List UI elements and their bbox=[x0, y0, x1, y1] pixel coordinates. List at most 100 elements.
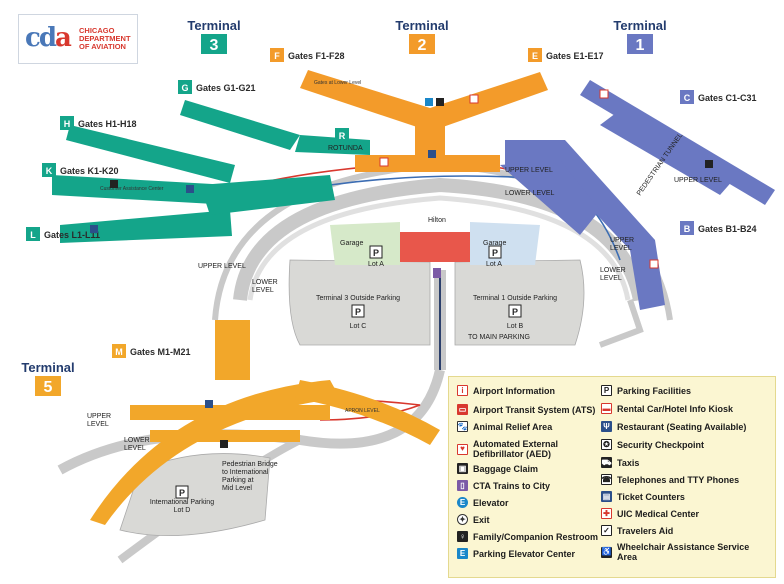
legend-elevator: E Elevator bbox=[457, 497, 509, 508]
parking-icon: P bbox=[369, 245, 383, 259]
gate-group-F: F Gates F1-F28 bbox=[270, 48, 345, 62]
telephone-icon: ☎ bbox=[601, 474, 612, 485]
elevator-icon: E bbox=[457, 497, 468, 508]
gate-letter-K: K bbox=[46, 166, 53, 176]
restaurant-icon bbox=[428, 150, 436, 158]
svg-text:P: P bbox=[373, 248, 379, 258]
gate-group-M: M Gates M1-M21 bbox=[112, 344, 191, 358]
apron-level-label: APRON LEVEL bbox=[345, 408, 380, 414]
gate-letter-G: G bbox=[181, 83, 188, 93]
wheelchair-icon: ♿ bbox=[601, 546, 612, 558]
legend-ticket-counters: ▤ Ticket Counters bbox=[601, 491, 685, 502]
svg-text:Terminal: Terminal bbox=[613, 18, 666, 33]
gate-label-G: Gates G1-G21 bbox=[196, 83, 256, 93]
lot-a-label-right: Lot A bbox=[486, 261, 502, 268]
hilton-label: Hilton bbox=[428, 217, 446, 224]
svg-text:5: 5 bbox=[44, 379, 53, 396]
map-legend: i Airport Information ▭ Airport Transit … bbox=[448, 376, 776, 578]
svg-text:P: P bbox=[512, 307, 518, 317]
legend-ats: ▭ Airport Transit System (ATS) bbox=[457, 404, 596, 415]
legend-baggage-claim: ▣ Baggage Claim bbox=[457, 463, 539, 474]
legend-travelers-aid: ✓ Travelers Aid bbox=[601, 525, 673, 536]
gate-letter-H: H bbox=[64, 119, 71, 129]
lower-label-t5: LOWER bbox=[124, 437, 150, 444]
terminal-3-title: Terminal 3 bbox=[187, 18, 241, 54]
cda-logo-mark: cda bbox=[25, 23, 72, 53]
legend-taxis: ⛟ Taxis bbox=[601, 457, 640, 468]
rotunda-label: ROTUNDA bbox=[328, 145, 363, 152]
svg-text:2: 2 bbox=[418, 37, 427, 54]
pedestrian-bridge-line2: to International bbox=[222, 469, 269, 476]
parking-icon: P bbox=[601, 385, 612, 396]
svg-text:R: R bbox=[339, 131, 346, 141]
gate-group-H: H Gates H1-H18 bbox=[60, 116, 137, 130]
restaurant-icon bbox=[90, 225, 98, 233]
svg-text:P: P bbox=[179, 488, 185, 498]
gate-letter-badge bbox=[270, 48, 284, 62]
svg-text:1: 1 bbox=[636, 37, 645, 54]
rental-car-icon: ▬ bbox=[601, 403, 612, 414]
aed-icon bbox=[599, 89, 609, 99]
rotunda-marker: R ROTUNDA bbox=[328, 128, 363, 152]
legend-airport-information: i Airport Information bbox=[457, 385, 555, 396]
lot-a-label-left: Lot A bbox=[368, 261, 384, 268]
level-label-t3: LEVEL bbox=[252, 287, 274, 294]
lower-label-t3: LOWER bbox=[252, 279, 278, 286]
level-label-t1a: LEVEL bbox=[610, 245, 632, 252]
parking-icon: P bbox=[488, 245, 502, 259]
customer-assistance-label: Customer Assistance Center bbox=[100, 186, 164, 192]
parking-elevator-icon: E bbox=[457, 548, 468, 559]
gate-label-H: Gates H1-H18 bbox=[78, 119, 137, 129]
legend-security-checkpoint: ✪ Security Checkpoint bbox=[601, 439, 704, 450]
chicago-department-of-aviation-logo: cda CHICAGO DEPARTMENT OF AVIATION bbox=[18, 14, 138, 64]
garage-label-left: Garage bbox=[340, 240, 363, 247]
legend-parking-elevator: E Parking Elevator Center bbox=[457, 548, 575, 559]
map-service-icons bbox=[90, 89, 713, 448]
travelers-aid-icon: ✓ bbox=[601, 525, 612, 536]
gate-letter-F: F bbox=[274, 51, 280, 61]
exit-icon: ✦ bbox=[457, 514, 468, 525]
svg-text:Terminal: Terminal bbox=[21, 360, 74, 375]
level-label-t5a: LEVEL bbox=[87, 421, 109, 428]
intl-parking-label-line1: International Parking bbox=[150, 499, 214, 506]
pedestrian-bridge-line3: Parking at bbox=[222, 477, 254, 484]
elevator-icon bbox=[425, 98, 433, 106]
gate-label-E: Gates E1-E17 bbox=[546, 51, 604, 61]
legend-medical-center: ✚ UIC Medical Center bbox=[601, 508, 699, 519]
upper-level-label-t3: UPPER LEVEL bbox=[198, 263, 246, 270]
upper-level-label-t1: UPPER LEVEL bbox=[674, 177, 722, 184]
parking-icon: P bbox=[175, 485, 189, 499]
baggage-claim-icon: ▣ bbox=[457, 463, 468, 474]
t3-parking-label: Terminal 3 Outside Parking bbox=[316, 295, 400, 302]
gate-group-G: G Gates G1-G21 bbox=[178, 80, 256, 94]
family-restroom-icon bbox=[110, 180, 118, 188]
ats-train-icon: ▭ bbox=[457, 404, 468, 415]
gate-letter-M: M bbox=[115, 347, 123, 357]
lower-label-t1: LOWER bbox=[600, 267, 626, 274]
legend-animal-relief: 🐾 Animal Relief Area bbox=[457, 421, 553, 432]
gate-group-C: C Gates C1-C31 bbox=[680, 90, 757, 104]
svg-text:P: P bbox=[355, 307, 361, 317]
restaurant-icon: Ψ bbox=[601, 421, 612, 432]
intl-parking-label-line2: Lot D bbox=[174, 507, 191, 514]
airport-information-icon: i bbox=[457, 385, 468, 396]
svg-text:3: 3 bbox=[210, 37, 219, 54]
to-main-parking-label: TO MAIN PARKING bbox=[468, 334, 530, 341]
svg-text:Terminal: Terminal bbox=[187, 18, 240, 33]
cta-train-icon: ▯ bbox=[457, 480, 468, 491]
terminal-1-title: Terminal 1 bbox=[613, 18, 667, 54]
security-checkpoint-icon: ✪ bbox=[601, 439, 612, 450]
pedestrian-bridge-line4: Mid Level bbox=[222, 485, 252, 492]
legend-aed: ♥ Automated External Defibrillator (AED) bbox=[457, 439, 597, 459]
svg-text:P: P bbox=[492, 248, 498, 258]
upper-level-label-t2: UPPER LEVEL bbox=[505, 167, 553, 174]
legend-cta: ▯ CTA Trains to City bbox=[457, 480, 550, 491]
terminal-1-concourses bbox=[500, 80, 775, 310]
legend-family-restroom: ♀ Family/Companion Restroom bbox=[457, 531, 598, 542]
terminal-3-concourses bbox=[52, 100, 370, 243]
legend-exit: ✦ Exit bbox=[457, 514, 490, 525]
family-restroom-icon bbox=[436, 98, 444, 106]
parking-icon: P bbox=[351, 304, 365, 318]
legend-rental-car: ▬ Rental Car/Hotel Info Kiosk bbox=[601, 403, 734, 414]
